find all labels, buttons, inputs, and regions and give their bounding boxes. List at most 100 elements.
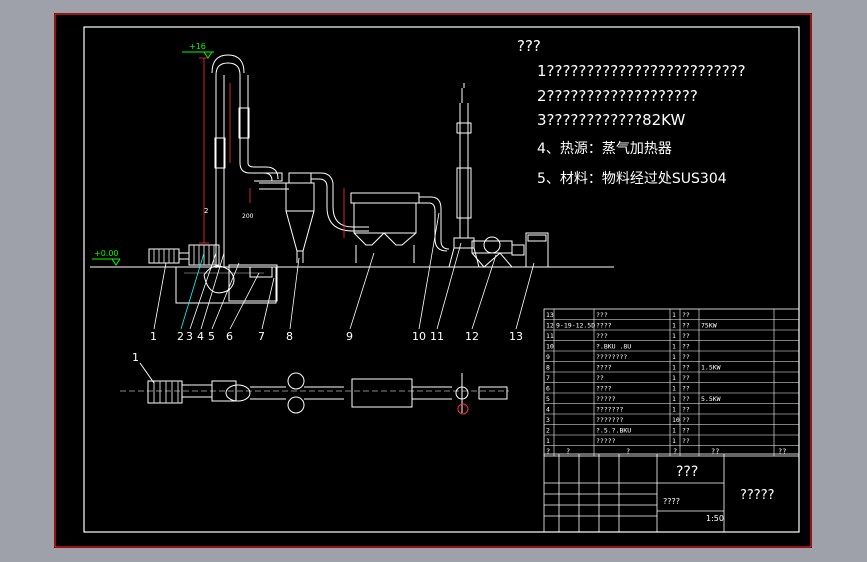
- parts-cell-mat: ??: [682, 322, 690, 330]
- note-line-4: 4、热源：蒸气加热器: [537, 141, 672, 157]
- process-flow-drawing: ??? 1????????????????????????? 2????????…: [54, 13, 812, 548]
- dim-label-b: 200: [242, 213, 254, 220]
- parts-cell-no: 4: [546, 406, 550, 414]
- parts-cell-no: 11: [546, 332, 554, 340]
- parts-cell-name: ????: [596, 385, 612, 393]
- parts-cell-qty: 1: [672, 395, 676, 403]
- callout-2: 2: [177, 330, 184, 343]
- company-name: ?????: [740, 488, 775, 503]
- callout-3: 3: [186, 330, 193, 343]
- parts-cell-name: ??: [596, 374, 604, 382]
- parts-header-no: ?: [546, 448, 550, 456]
- parts-cell-name: ????: [596, 364, 612, 372]
- elevation-top-label: +16: [189, 42, 206, 51]
- elevation-equipment: [148, 54, 549, 304]
- parts-cell-mat: ??: [682, 353, 690, 361]
- parts-cell-power: 1.5KW: [701, 364, 721, 372]
- parts-cell-no: 1: [546, 437, 550, 445]
- parts-cell-qty: 1: [672, 406, 676, 414]
- parts-cell-no: 7: [546, 374, 550, 382]
- parts-cell-no: 2: [546, 427, 550, 435]
- parts-cell-qty: 1: [672, 322, 676, 330]
- parts-cell-power: 75KW: [701, 322, 717, 330]
- parts-cell-name: ?????: [596, 395, 616, 403]
- parts-cell-spec: 9-19-12.5D: [556, 322, 595, 330]
- elevation-top: +16: [182, 42, 214, 59]
- callout-8: 8: [286, 330, 293, 343]
- parts-cell-mat: ??: [682, 311, 690, 319]
- plan-callout-1: 1: [132, 351, 139, 364]
- drawing-sheet: ??? 1????????????????????????? 2????????…: [54, 13, 812, 548]
- parts-header-mat: ??: [711, 448, 719, 456]
- parts-cell-qty: 1: [672, 311, 676, 319]
- parts-cell-mat: ??: [682, 416, 690, 424]
- drawing-title: ???: [676, 464, 698, 480]
- parts-cell-name: ?????: [596, 437, 616, 445]
- parts-cell-qty: 1: [672, 427, 676, 435]
- outer-frame: [54, 13, 812, 548]
- parts-cell-mat: ??: [682, 395, 690, 403]
- elevation-ground-label: +0.00: [94, 249, 119, 258]
- callout-leaders: [153, 212, 535, 330]
- parts-cell-no: 12: [546, 322, 554, 330]
- parts-cell-qty: 1: [672, 437, 676, 445]
- note-line-1: 1?????????????????????????: [537, 62, 746, 80]
- parts-cell-name: ???????: [596, 416, 623, 424]
- callout-7: 7: [258, 330, 265, 343]
- callout-1: 1: [150, 330, 157, 343]
- dim-label-a: 2: [204, 207, 208, 215]
- callout-13: 13: [509, 330, 523, 343]
- dimension-lines: [199, 57, 345, 244]
- scale-label: 1:50: [706, 514, 724, 523]
- parts-cell-name: ???: [596, 311, 608, 319]
- parts-cell-qty: 1: [672, 385, 676, 393]
- parts-cell-name: ?.5.?.BKU: [596, 427, 631, 435]
- parts-header-spec: ?: [566, 448, 570, 456]
- elevation-ground: +0.00: [92, 249, 121, 266]
- sheet-label: ????: [663, 497, 680, 506]
- parts-cell-qty: 1: [672, 353, 676, 361]
- callout-12: 12: [465, 330, 479, 343]
- parts-cell-mat: ??: [682, 385, 690, 393]
- parts-cell-qty: 1: [672, 364, 676, 372]
- callout-11: 11: [430, 330, 444, 343]
- callout-5: 5: [208, 330, 215, 343]
- parts-cell-name: ????????: [596, 353, 627, 361]
- notes-heading: ???: [517, 37, 541, 55]
- callout-4: 4: [197, 330, 204, 343]
- callout-9: 9: [346, 330, 353, 343]
- parts-cell-no: 8: [546, 364, 550, 372]
- parts-cell-name: ???????: [596, 406, 623, 414]
- parts-cell-no: 13: [546, 311, 554, 319]
- parts-cell-mat: ??: [682, 427, 690, 435]
- parts-cell-qty: 10: [672, 416, 680, 424]
- parts-cell-name: ?.BKU .8U: [596, 343, 631, 351]
- title-block-frame: [543, 453, 800, 533]
- note-line-2: 2???????????????????: [537, 87, 698, 105]
- parts-cell-no: 6: [546, 385, 550, 393]
- parts-cell-mat: ??: [682, 374, 690, 382]
- parts-cell-name: ????: [596, 322, 612, 330]
- parts-cell-no: 10: [546, 343, 554, 351]
- parts-cell-no: 9: [546, 353, 550, 361]
- parts-header-qty: ?: [673, 448, 677, 456]
- parts-header-name: ?: [626, 448, 630, 456]
- parts-cell-qty: 1: [672, 332, 676, 340]
- parts-cell-no: 3: [546, 416, 550, 424]
- parts-header-note: ??: [778, 448, 786, 456]
- callout-labels: 1 2 3 4 5 6 7 8 9 10 11 12 13: [150, 330, 523, 343]
- callout-10: 10: [412, 330, 426, 343]
- parts-cell-qty: 1: [672, 374, 676, 382]
- parts-cell-qty: 1: [672, 343, 676, 351]
- inner-frame: [83, 26, 800, 533]
- parts-cell-mat: ??: [682, 332, 690, 340]
- note-line-5: 5、材料：物料经过处SUS304: [537, 171, 727, 187]
- plan-view: [120, 362, 509, 415]
- parts-cell-power: 5.5KW: [701, 395, 721, 403]
- callout-6: 6: [226, 330, 233, 343]
- parts-cell-mat: ??: [682, 364, 690, 372]
- parts-cell-no: 5: [546, 395, 550, 403]
- parts-cell-mat: ??: [682, 343, 690, 351]
- parts-cell-mat: ??: [682, 437, 690, 445]
- parts-cell-name: ???: [596, 332, 608, 340]
